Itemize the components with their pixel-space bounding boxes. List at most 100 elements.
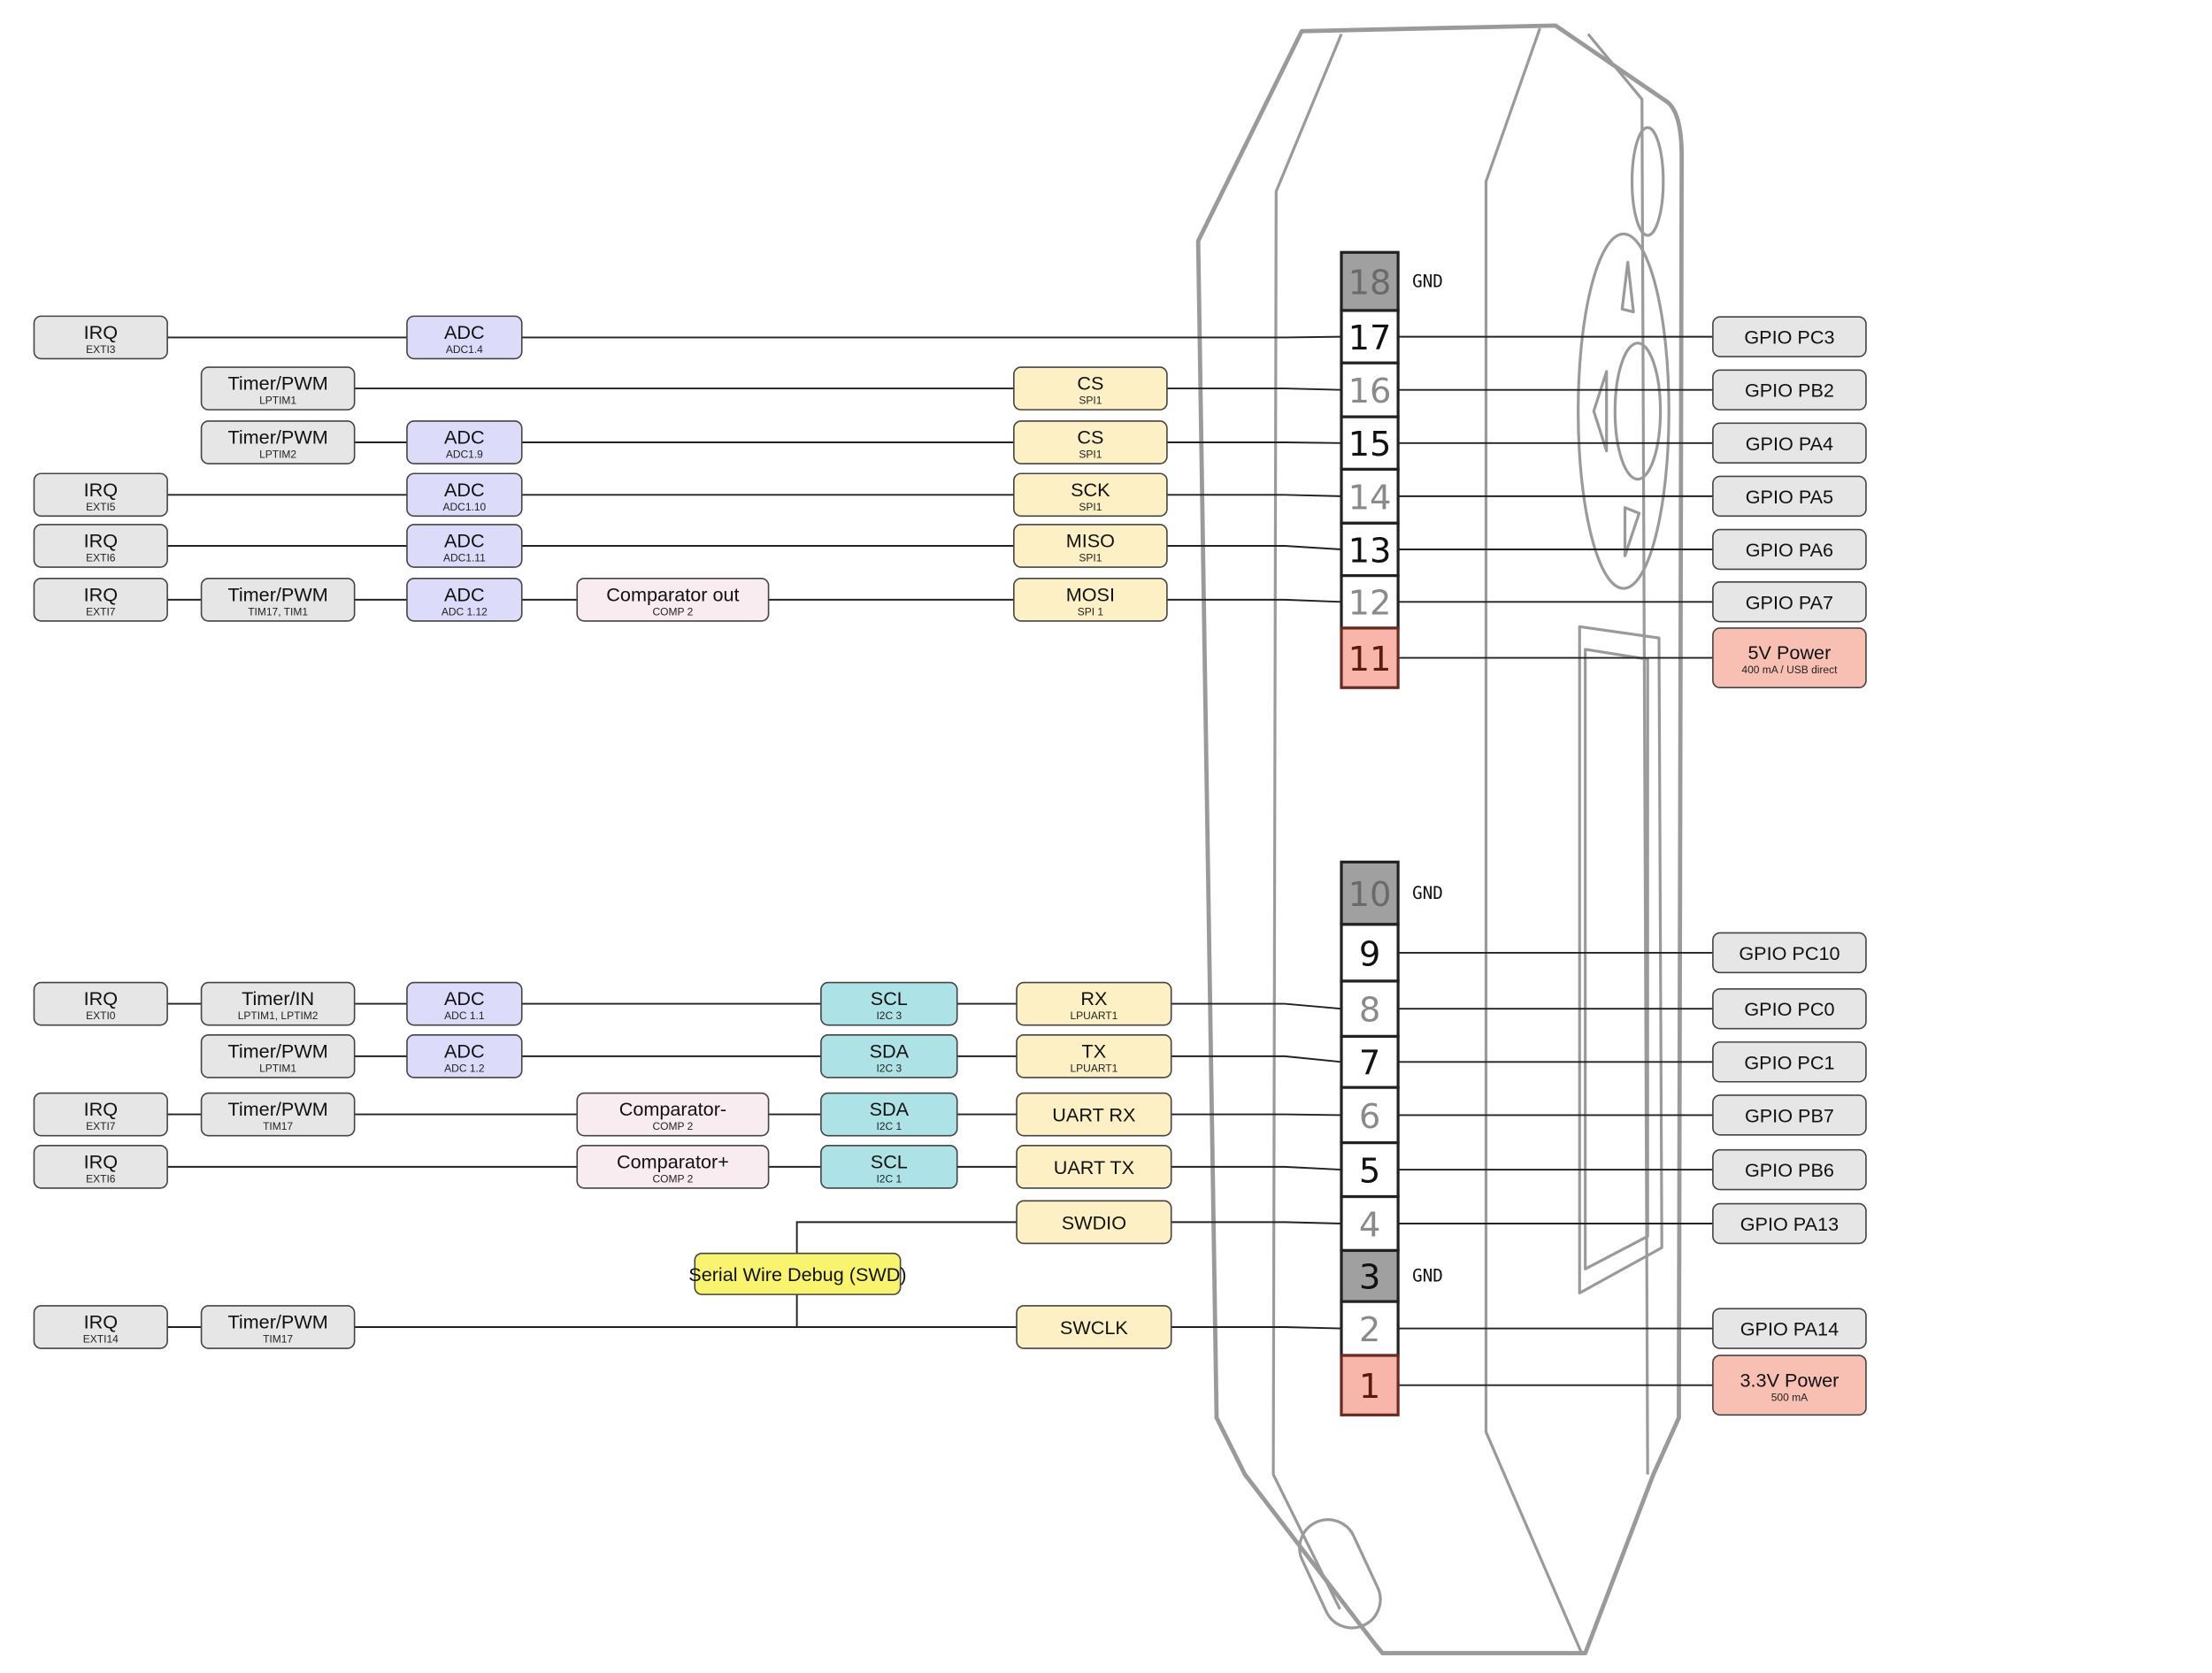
pin-cell [1340,574,1400,630]
adc-box-label: ADC [444,530,485,552]
adc-box-label: ADC [444,479,485,501]
uart-box-label: TX [1082,1040,1107,1062]
gpio-box: GPIO PA14 [1712,1308,1867,1349]
gpio-box-bg [1712,932,1867,974]
back-button-icon [1630,126,1665,237]
gpio-box-bg [1712,1202,1867,1245]
power-box-bg [1712,1355,1867,1416]
gpio-box-bg [1712,581,1867,623]
timer-box-sublabel: TIM17, TIM1 [248,606,308,618]
pin-number: 9 [1359,934,1380,974]
irq-box-label: IRQ [84,1311,118,1333]
timer-box-bg [200,366,356,411]
irq-box-sublabel: EXTI0 [86,1009,116,1022]
comparator-box-sublabel: COMP 2 [653,1120,694,1132]
uart-box: UART TX [1016,1145,1172,1189]
spi-box-label: CS [1077,372,1103,395]
adc-box-label: ADC [444,321,485,343]
timer-box-sublabel: LPTIM1, LPTIM2 [238,1009,319,1022]
adc-box-label: ADC [444,1040,485,1062]
gnd-label: GND [1412,883,1443,903]
adc-box-bg [406,315,523,360]
gpio-box-label: GPIO PA6 [1746,539,1833,561]
gpio-box-label: GPIO PC10 [1739,942,1839,964]
gpio-box: GPIO PA5 [1712,475,1867,518]
power-box-label: 5V Power [1748,641,1832,664]
gpio-box: GPIO PC3 [1712,316,1867,357]
irq-box-bg [33,1145,168,1189]
pin-11: 11 [1340,626,1400,689]
uart-box-sublabel: LPUART1 [1070,1009,1118,1022]
i2c-box-label: SDA [870,1040,910,1062]
irq-box-label: IRQ [84,530,118,552]
device-inner-left-edge [1271,33,1343,1610]
adc-box-label: ADC [444,583,485,605]
timer-box-label: Timer/PWM [227,1311,327,1333]
adc-box-bg [406,524,523,568]
comparator-box-label: Comparator- [619,1098,726,1120]
gpio-box-bg [1712,475,1867,518]
pin-cell [1340,923,1400,983]
dpad-up-arrow-icon [1620,260,1635,314]
pin-cell [1340,979,1400,1039]
swd-pin-box-bg [1016,1305,1172,1349]
device-inner-mid-edge [1484,27,1583,1653]
gpio-box: GPIO PA6 [1712,528,1867,571]
pin-cell [1340,1141,1400,1199]
irq-box-sublabel: EXTI7 [86,606,116,618]
gpio-box: GPIO PB6 [1712,1148,1867,1191]
wire-left-pin-6 [100,1113,1342,1117]
wire-left-pin-2 [100,1326,1342,1330]
spi-box-label: MISO [1066,530,1115,552]
spi-box-bg [1013,472,1168,518]
pin-13: 13 [1340,521,1400,578]
spi-box-label: CS [1077,426,1103,449]
gnd-label: GND [1412,272,1443,292]
irq-box-bg [33,578,168,622]
timer-box-sublabel: TIM17 [263,1120,293,1132]
swd-pin-box: SWDIO [1016,1200,1172,1245]
pin-number: 15 [1348,425,1392,464]
comparator-box-sublabel: COMP 2 [653,606,694,618]
pin-17: 17 [1340,309,1400,365]
usb-port-inner [1584,648,1649,1270]
pin-cell [1340,1354,1400,1416]
comparator-box: Comparator+COMP 2 [576,1145,770,1189]
gpio-box: GPIO PA7 [1712,581,1867,623]
spi-box-sublabel: SPI1 [1079,395,1102,407]
pin-number: 1 [1359,1367,1380,1407]
pin-number: 12 [1348,584,1392,624]
pin-2: 2 [1340,1300,1400,1357]
comparator-box-bg [576,1145,770,1189]
pin-15: 15 [1340,415,1400,472]
adc-box-bg [406,472,523,518]
pin-number: 6 [1359,1097,1380,1137]
gnd-label: GND [1412,1266,1443,1286]
pin-cell [1340,860,1400,926]
spi-box-bg [1013,366,1168,411]
adc-box-bg [406,420,523,464]
irq-box-sublabel: EXTI6 [86,1173,116,1186]
gpio-box: GPIO PA13 [1712,1202,1867,1245]
device-body-outline [1195,23,1685,1655]
comparator-box: Comparator-COMP 2 [576,1092,770,1137]
pin-number: 16 [1348,372,1392,411]
